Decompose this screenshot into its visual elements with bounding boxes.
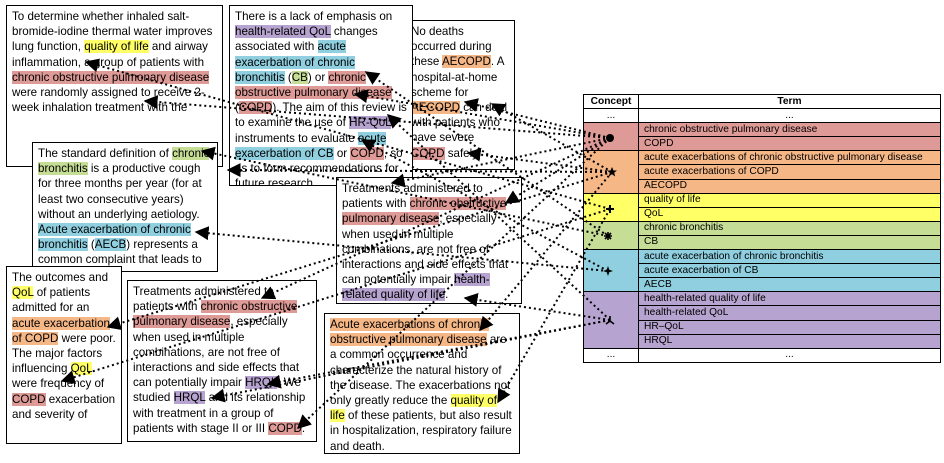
abstract-text: The outcomes and	[12, 271, 109, 284]
term-cell: HR–QoL	[638, 319, 941, 335]
term-cell: COPD	[638, 136, 941, 152]
table-row: HRQL	[584, 333, 941, 349]
highlighted-term-orange: AECOPD	[441, 55, 491, 69]
term-cell: acute exacerbations of COPD	[638, 164, 941, 180]
abstract-text: .	[445, 288, 449, 302]
table-row: CB	[584, 234, 941, 251]
highlighted-term-yellow: QoL	[70, 362, 93, 376]
abstract-text: exacerbation and severity of	[12, 392, 116, 421]
highlighted-term-purple: HRQL	[245, 376, 278, 390]
highlighted-term-orange: Acute exacerbations of chronic obstructi…	[330, 318, 489, 347]
table-row: acute exacerbation of CB	[584, 263, 941, 279]
concept-term-table: Concept Term ......chronic obstructive p…	[583, 93, 941, 363]
concept-cell-blue	[583, 249, 639, 293]
term-cell: health-related quality of life	[638, 291, 941, 307]
table-row: chronic bronchitis	[583, 220, 941, 251]
highlighted-term-red: COPD	[268, 421, 302, 435]
highlighted-term-red: COPD	[12, 392, 46, 406]
highlighted-term-orange: AECOPD	[411, 101, 460, 115]
abstract-text: The standard definition of	[38, 147, 173, 160]
table-row: acute exacerbations of chronic obstructi…	[583, 150, 941, 194]
abstract-box-acute-exacerbations: Acute exacerbations of chronic obstructi…	[324, 313, 520, 454]
abstract-text: were frequency of	[12, 377, 105, 391]
table-row: quality of life	[583, 192, 941, 222]
abstract-box-hospital-at-home: No deaths occurred during these AECOPD. …	[405, 20, 515, 170]
term-column-header: Term	[638, 93, 941, 110]
concept-column-header: Concept	[583, 93, 639, 110]
concept-cell-purple	[583, 291, 639, 349]
highlighted-term-red: COPD	[411, 146, 445, 160]
table-row: AECB	[584, 277, 941, 293]
abstract-text: changes associated with	[235, 25, 378, 54]
term-cell: health-related QoL	[638, 305, 941, 321]
highlighted-term-purple: HRQL	[173, 391, 206, 405]
abstract-box-treatments-hrqol: Treatments administered to patients with…	[336, 177, 522, 304]
ellipsis-cell: ...	[583, 347, 639, 363]
abstract-text: (	[284, 70, 292, 84]
term-cell: AECB	[638, 277, 941, 293]
highlighted-term-green: CB	[291, 70, 308, 84]
highlighted-term-red: COPD	[238, 101, 273, 115]
table-row: acute exacerbations of COPD	[584, 164, 941, 180]
term-cell: QoL	[638, 206, 941, 222]
table-ellipsis-row: ......	[583, 108, 941, 124]
term-cell: acute exacerbations of chronic obstructi…	[638, 150, 941, 166]
table-row: acute exacerbation of chronic bronchitis	[583, 249, 941, 293]
highlighted-term-blue: AECB	[94, 238, 127, 252]
abstract-box-chronic-bronchitis: The standard definition of chronic bronc…	[32, 142, 218, 272]
term-cell: CB	[638, 234, 941, 251]
table-row: QoL	[584, 206, 941, 222]
table-row: health-related QoL	[584, 305, 941, 321]
ellipsis-cell: ...	[638, 347, 941, 363]
abstract-text: or	[333, 146, 351, 160]
term-cell: acute exacerbation of chronic bronchitis	[638, 249, 941, 265]
highlighted-term-yellow: QoL	[12, 286, 34, 300]
abstract-text: safely.	[444, 146, 481, 160]
abstract-text: of these patients, but also result in ho…	[330, 409, 512, 453]
abstract-text: were randomly assigned to receive 2-week…	[12, 86, 205, 115]
table-row: chronic obstructive pulmonary disease	[583, 122, 941, 152]
highlighted-term-purple: health-related QoL	[235, 25, 331, 39]
highlighted-term-red: chronic obstructive pulmonary disease	[12, 70, 210, 84]
abstract-box-treatments-copd: Treatments administered to patients with…	[127, 280, 317, 442]
abstract-text: To determine whether inhaled salt-bromid…	[12, 10, 213, 54]
abstract-text: (	[87, 238, 95, 252]
abstract-text: There is a lack of emphasis on	[235, 10, 393, 23]
ellipsis-cell: ...	[583, 108, 639, 124]
abstract-text: ) or	[307, 70, 329, 84]
concept-cell-green	[583, 220, 639, 251]
term-cell: HRQL	[638, 333, 941, 349]
table-row: AECOPD	[584, 178, 941, 194]
ellipsis-cell: ...	[638, 108, 941, 124]
term-cell: AECOPD	[638, 178, 941, 194]
highlighted-term-yellow: quality of life	[84, 40, 149, 54]
highlighted-term-red: COPD	[350, 146, 384, 160]
abstract-text: instruments to evaluate	[235, 131, 359, 145]
term-cell: acute exacerbation of CB	[638, 263, 941, 279]
term-cell: quality of life	[638, 192, 941, 208]
concept-cell-red	[583, 122, 639, 152]
table-ellipsis-row: ......	[583, 347, 941, 363]
abstract-box-outcomes-qol: The outcomes and QoL of patients admitte…	[6, 266, 122, 444]
concept-cell-yellow	[583, 192, 639, 222]
term-cell: chronic bronchitis	[638, 220, 941, 236]
term-cell: chronic obstructive pulmonary disease	[638, 122, 941, 138]
highlighted-term-purple: HR-QoL	[349, 116, 392, 130]
abstract-text: .	[301, 421, 306, 435]
abstract-box-hrqol-review: There is a lack of emphasis on health-re…	[229, 5, 413, 186]
concept-cell-orange	[583, 150, 639, 194]
table-row: health-related quality of life	[583, 291, 941, 349]
